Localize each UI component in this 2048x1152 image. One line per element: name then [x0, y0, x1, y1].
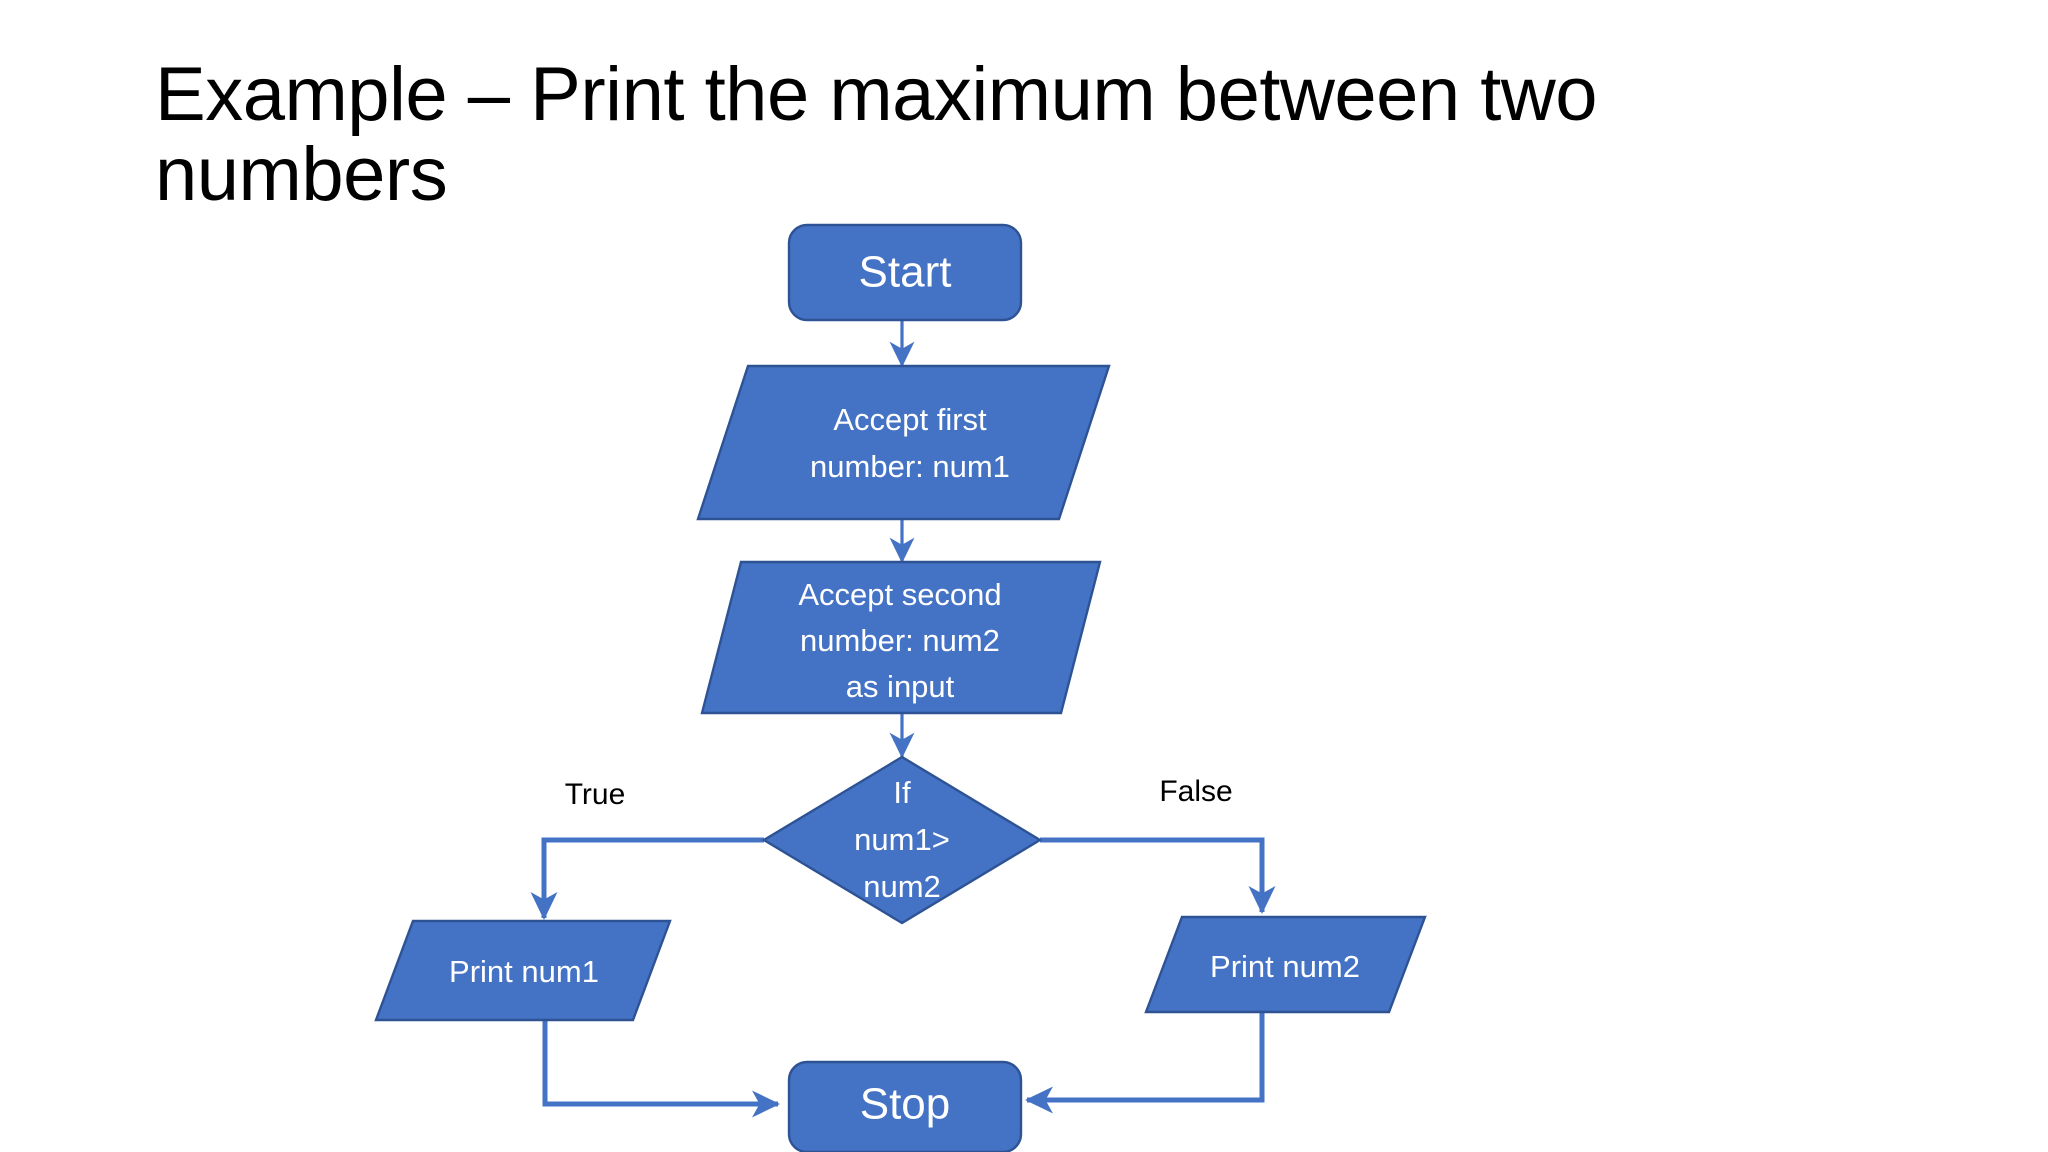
node-print1-shape [374, 919, 672, 1022]
connector-print2-to-stop [1024, 1012, 1265, 1114]
node-start-label: Start [859, 248, 952, 297]
node-start[interactable]: Start [787, 223, 1023, 322]
edge-label-false: False [1159, 775, 1232, 808]
node-input2-line3: as input [846, 669, 955, 704]
node-input-second-number[interactable]: Accept second number: num2 as input [700, 560, 1102, 715]
node-stop[interactable]: Stop [787, 1060, 1023, 1152]
node-input2-line2: number: num2 [800, 623, 1000, 658]
node-decision-line2: num1> [854, 822, 950, 857]
node-print1-label: Print num1 [449, 954, 599, 989]
node-input-first-number[interactable]: Accept first number: num1 [696, 364, 1111, 521]
node-decision-line3: num2 [863, 869, 941, 904]
node-decision-line1: If [893, 775, 911, 810]
node-print-num1[interactable]: Print num1 [374, 919, 672, 1022]
node-input2-line1: Accept second [798, 577, 1001, 612]
node-input1-shape [696, 364, 1111, 521]
node-print2-label: Print num2 [1210, 949, 1360, 984]
page-title: Example – Print the maximum between two … [155, 52, 1618, 217]
node-input1-line2: number: num1 [810, 449, 1010, 484]
connector-true-branch [530, 837, 764, 921]
node-input2-shape [700, 560, 1102, 715]
edge-label-true: True [565, 778, 626, 811]
node-decision[interactable]: If num1> num2 [761, 755, 1043, 925]
connector-false-branch [1040, 837, 1276, 915]
node-stop-shape [787, 1060, 1023, 1152]
node-input1-line1: Accept first [833, 402, 987, 437]
node-print2-shape [1144, 915, 1427, 1014]
node-print-num2[interactable]: Print num2 [1144, 915, 1427, 1014]
node-stop-label: Stop [860, 1080, 951, 1129]
node-decision-shape [761, 755, 1043, 925]
connector-print1-to-stop [542, 1020, 781, 1118]
node-start-shape [787, 223, 1023, 322]
